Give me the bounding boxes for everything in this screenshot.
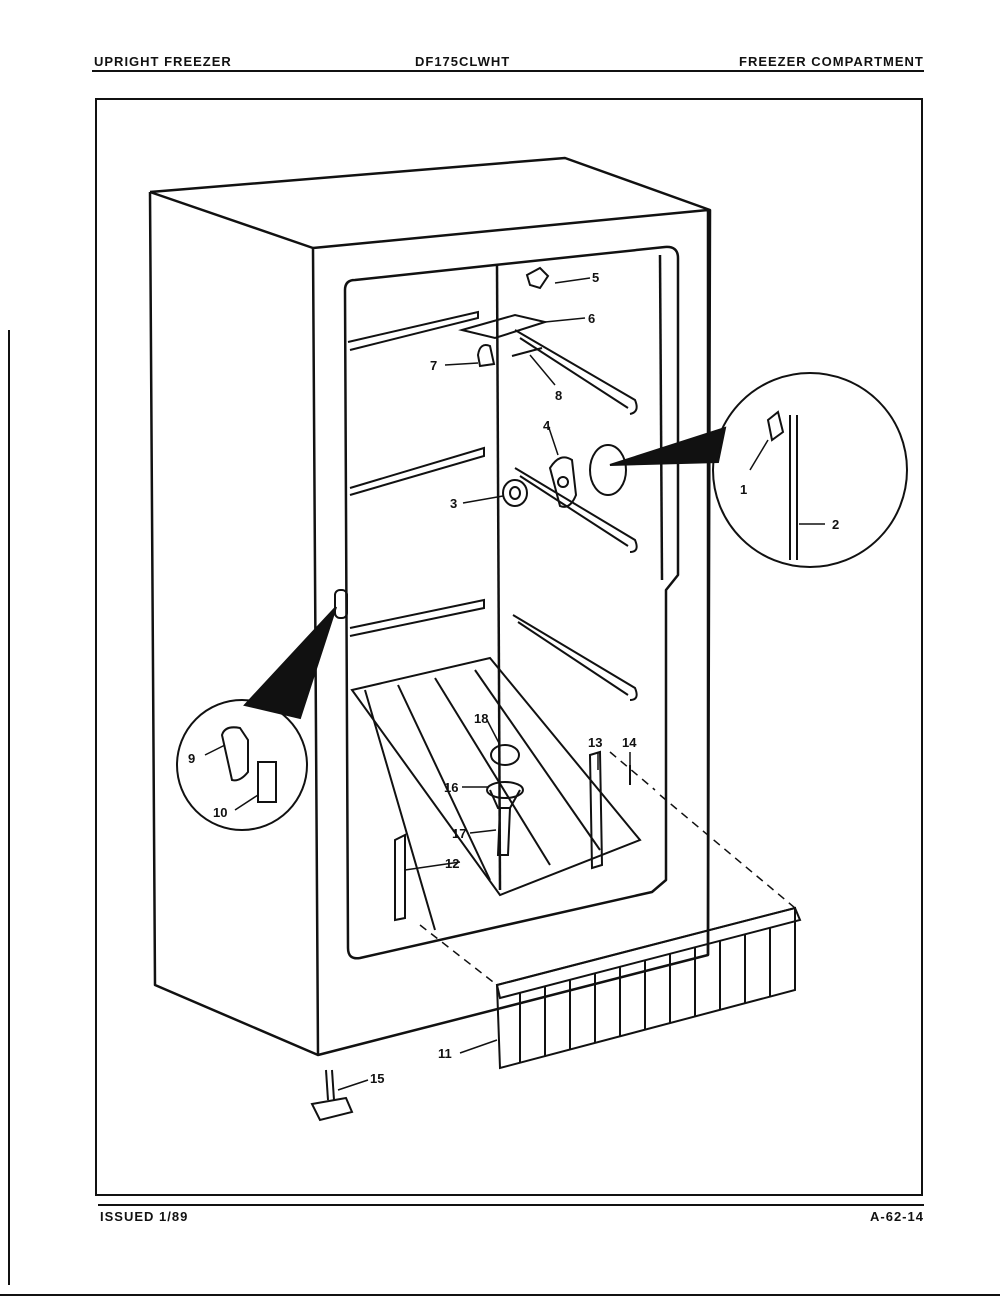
callout-5: 5 xyxy=(592,270,599,285)
callout-13: 13 xyxy=(588,735,602,750)
callout-9: 9 xyxy=(188,751,195,766)
detail-inset-light-switch xyxy=(609,372,908,568)
callout-7: 7 xyxy=(430,358,437,373)
shelf-rails xyxy=(347,310,638,701)
callout-15: 15 xyxy=(370,1071,384,1086)
wire-floor-shelf xyxy=(350,656,642,931)
callout-6: 6 xyxy=(588,311,595,326)
grille-kickplate xyxy=(495,906,802,1070)
header-product-type: UPRIGHT FREEZER xyxy=(94,54,232,69)
callout-3: 3 xyxy=(450,496,457,511)
callout-12: 12 xyxy=(445,856,459,871)
diagram-frame xyxy=(95,98,923,1196)
callout-2: 2 xyxy=(832,517,839,532)
hardware-parts xyxy=(310,266,631,1122)
callout-1: 1 xyxy=(740,482,747,497)
callout-18: 18 xyxy=(474,711,488,726)
issued-date: ISSUED 1/89 xyxy=(100,1209,189,1224)
callout-8: 8 xyxy=(555,388,562,403)
header-section-title: FREEZER COMPARTMENT xyxy=(739,54,924,69)
header-model-number: DF175CLWHT xyxy=(415,54,511,69)
callout-4: 4 xyxy=(543,418,551,433)
callout-16: 16 xyxy=(444,780,458,795)
callout-14: 14 xyxy=(622,735,637,750)
callout-10: 10 xyxy=(213,805,227,820)
callout-11: 11 xyxy=(438,1046,452,1061)
header-rule xyxy=(92,70,924,72)
freezer-cabinet xyxy=(148,156,712,1057)
footer-rule xyxy=(98,1204,924,1206)
page-code: A-62-14 xyxy=(870,1209,924,1224)
detail-inset-door-stop xyxy=(176,606,337,831)
callout-17: 17 xyxy=(452,826,466,841)
leader-lines xyxy=(204,277,825,1091)
